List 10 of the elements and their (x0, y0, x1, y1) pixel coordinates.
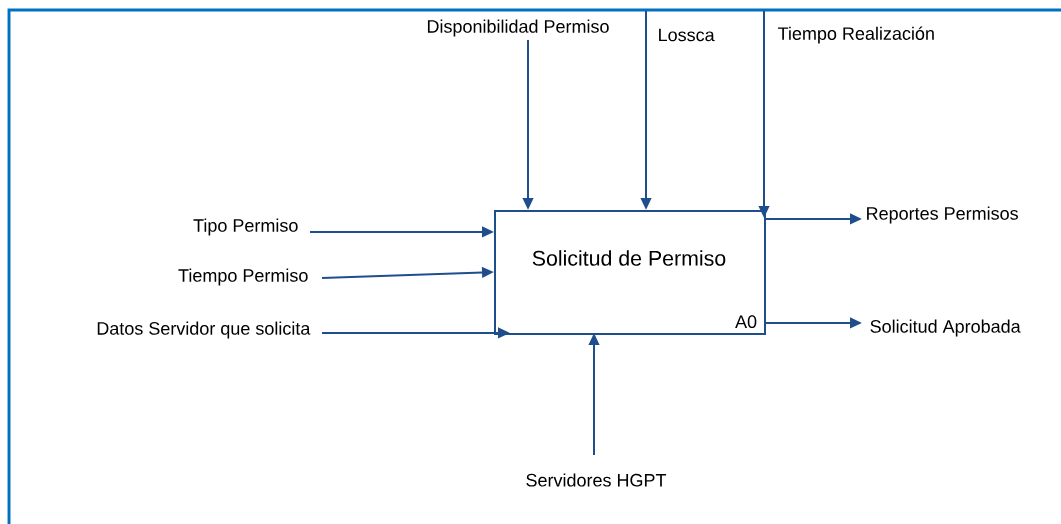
flow-label: Datos Servidor que solicita (97, 321, 311, 339)
flow-label: Reportes Permisos (867, 206, 1018, 224)
flow-label: Disponibilidad Permiso (427, 19, 609, 37)
flow-label: Tipo Permiso (193, 218, 298, 236)
flow-label: Solicitud Aprobada (870, 319, 1021, 337)
flow-label: Lossca (659, 28, 715, 42)
flow-label: Tiempo Realización (778, 26, 934, 44)
flow-label: Tiempo Permiso (178, 268, 308, 286)
box-number: A0 (735, 315, 757, 329)
flow-label: Servidores HGPT (526, 473, 667, 487)
